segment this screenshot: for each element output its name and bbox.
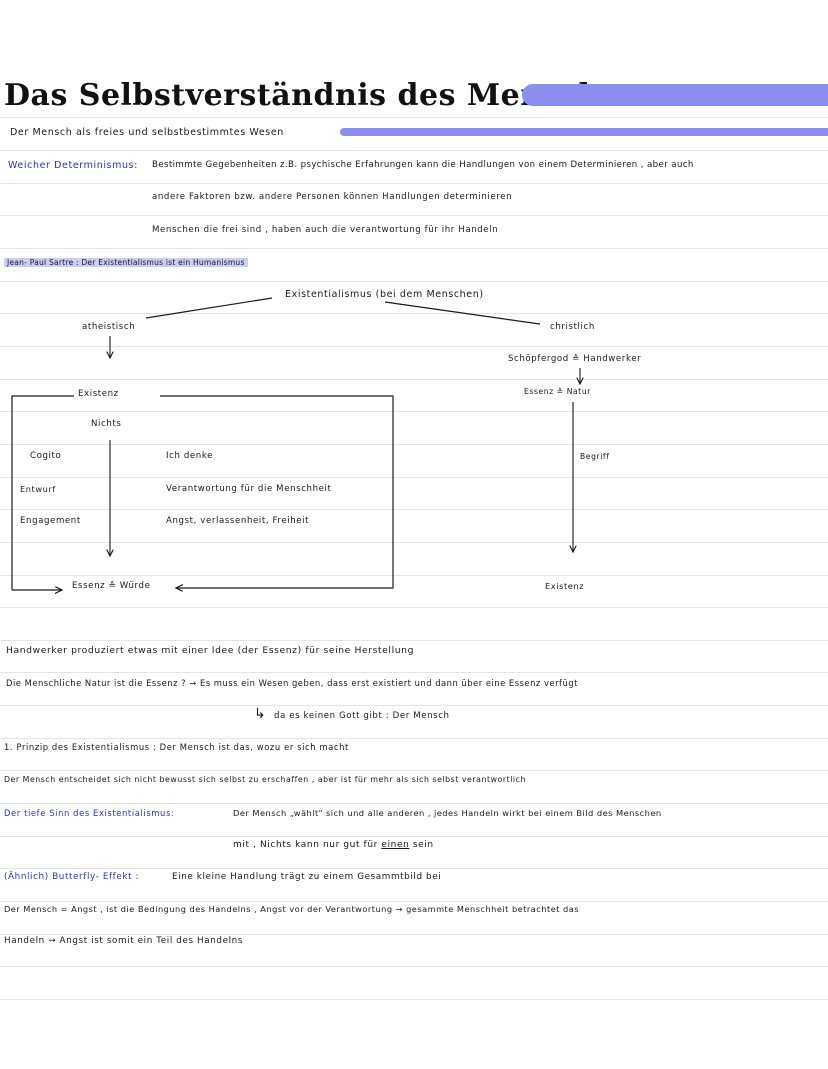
- ruled-line: [0, 934, 828, 935]
- subtitle: Der Mensch als freies und selbstbestimmt…: [10, 127, 284, 138]
- ruled-line: [0, 705, 828, 706]
- diagram-schoepfer: Schöpfergod ≙ Handwerker: [508, 354, 642, 364]
- diagram-engagement: Engagement: [20, 516, 81, 526]
- diagram-ich-denke: Ich denke: [166, 451, 213, 461]
- weicher-label: Weicher Determinismus:: [8, 160, 138, 171]
- diagram-existenz: Existenz: [78, 389, 119, 399]
- diagram-verantwortung: Verantwortung für die Menschheit: [166, 484, 332, 494]
- note-mit-underlined: einen: [381, 840, 410, 850]
- ruled-line: [0, 346, 828, 347]
- ruled-line: [0, 477, 828, 478]
- ruled-line: [0, 542, 828, 543]
- note-handwerker: Handwerker produziert etwas mit einer Id…: [6, 645, 415, 656]
- ruled-line: [0, 575, 828, 576]
- note-natur: Die Menschliche Natur ist die Essenz ? →…: [6, 678, 578, 688]
- diagram-essenz-natur: Essenz ≙ Natur: [524, 387, 592, 396]
- diagram-top: Existentialismus (bei dem Menschen): [285, 289, 484, 300]
- ruled-line: [0, 183, 828, 184]
- note-butterfly-label: (Ähnlich) Butterfly- Effekt :: [4, 872, 140, 882]
- ruled-line: [0, 901, 828, 902]
- ruled-line: [0, 411, 828, 412]
- ruled-line: [0, 379, 828, 380]
- ruled-line: [0, 281, 828, 282]
- title-accent-bar: [522, 84, 828, 106]
- diagram-essenz-wuerde: Essenz ≙ Würde: [72, 581, 151, 591]
- note-prinzip: 1. Prinzip des Existentialismus : Der Me…: [4, 742, 349, 752]
- diagram-right-branch: christlich: [550, 322, 595, 332]
- ruled-line: [0, 509, 828, 510]
- hook-arrow-icon: ↳: [254, 706, 266, 722]
- ruled-line: [0, 836, 828, 837]
- ruled-line: [0, 738, 828, 739]
- ruled-line: [0, 313, 828, 314]
- note-mit-prefix: mit , Nichts kann nur gut für: [233, 840, 378, 850]
- note-handeln-line: Handeln → Angst ist somit ein Teil des H…: [4, 936, 244, 946]
- ruled-line: [0, 803, 828, 804]
- diagram-begriff: Begriff: [580, 452, 610, 461]
- diagram-nichts: Nichts: [91, 419, 122, 429]
- ruled-line: [0, 672, 828, 673]
- ruled-line: [0, 117, 828, 118]
- note-mit-line: mit , Nichts kann nur gut für einen sein: [233, 840, 434, 850]
- diagram-angst: Angst, verlassenheit, Freiheit: [166, 516, 310, 526]
- ruled-line: [0, 248, 828, 249]
- note-angst-line: Der Mensch = Angst , ist die Bedingung d…: [4, 904, 580, 914]
- weicher-line-1: Bestimmte Gegebenheiten z.B. psychische …: [152, 160, 694, 170]
- ruled-line: [0, 966, 828, 967]
- weicher-line-3: Menschen die frei sind , haben auch die …: [152, 225, 499, 235]
- weicher-line-2: andere Faktoren bzw. andere Personen kön…: [152, 192, 513, 202]
- ruled-line: [0, 868, 828, 869]
- note-tiefe-label: Der tiefe Sinn des Existentialismus:: [4, 808, 175, 818]
- ruled-line: [0, 607, 828, 608]
- note-kein-gott: da es keinen Gott gibt : Der Mensch: [274, 711, 450, 721]
- note-tiefe-text: Der Mensch „wählt" sich und alle anderen…: [233, 808, 662, 818]
- note-entscheidet: Der Mensch entscheidet sich nicht bewuss…: [4, 775, 526, 784]
- ruled-line: [0, 999, 828, 1000]
- note-butterfly-text: Eine kleine Handlung trägt zu einem Gesa…: [172, 872, 442, 882]
- diagram-entwurf: Entwurf: [20, 484, 56, 494]
- diagram-existenz-right: Existenz: [545, 581, 585, 591]
- sartre-line: Jean- Paul Sartre : Der Existentialismus…: [4, 258, 248, 267]
- ruled-line: [0, 215, 828, 216]
- note-mit-suffix: sein: [412, 840, 434, 850]
- ruled-line: [0, 770, 828, 771]
- ruled-line: [0, 444, 828, 445]
- diagram-cogito: Cogito: [30, 451, 62, 461]
- subtitle-accent-bar: [340, 128, 828, 136]
- diagram-left-branch: atheistisch: [82, 322, 136, 332]
- ruled-line: [0, 150, 828, 151]
- ruled-line: [0, 640, 828, 641]
